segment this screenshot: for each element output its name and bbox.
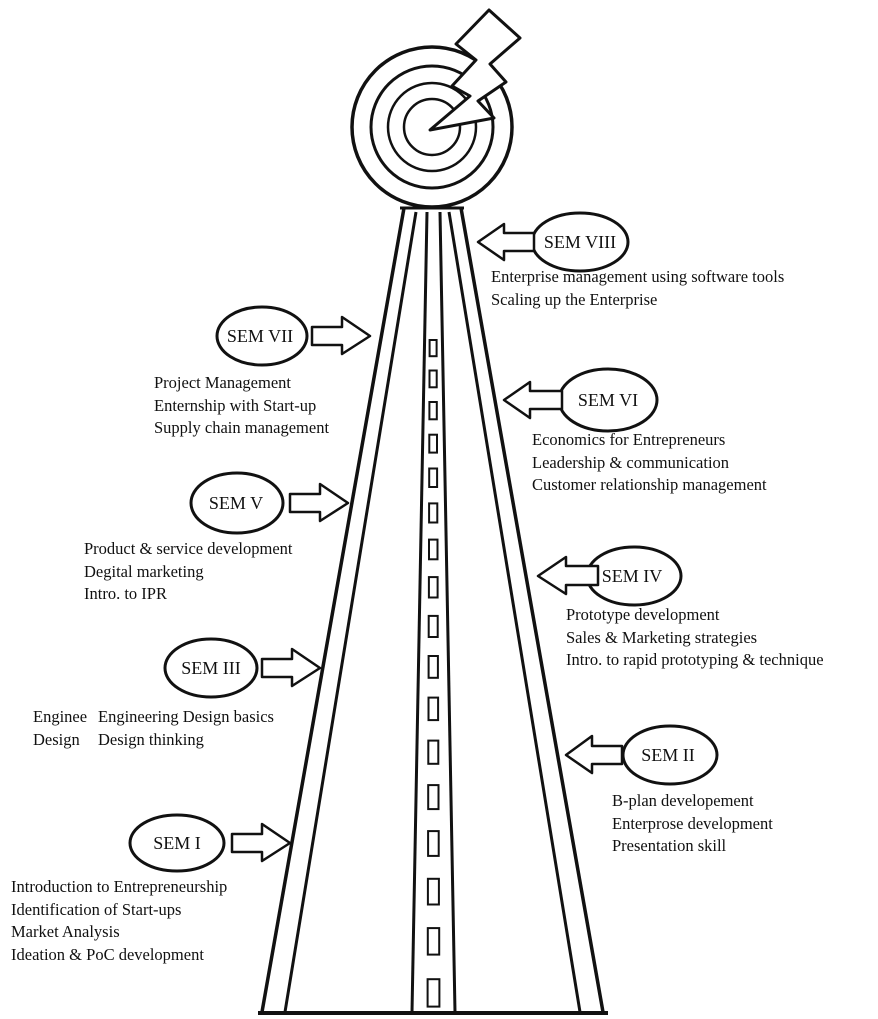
sem7-label: SEM VII: [227, 326, 293, 346]
sem2-topics: B-plan developement Enterprose developme…: [612, 790, 773, 858]
topic-item: Supply chain management: [154, 418, 330, 437]
right-arrow-icon: [310, 315, 372, 356]
ladder-rung: [428, 538, 439, 561]
ladder-rung: [428, 369, 438, 389]
topic-item: Identification of Start-ups: [11, 899, 182, 919]
ladder-rung: [428, 401, 438, 421]
ladder-rungs: [426, 339, 441, 1008]
sem4-topics: Prototype development Sales & Marketing …: [566, 604, 824, 672]
sem3-label: SEM III: [181, 658, 241, 678]
topic-item: Sales & Marketing strategies: [566, 627, 758, 647]
sem5-label: SEM V: [209, 493, 263, 513]
topic-item: Engineering Design basics: [98, 707, 274, 726]
topic-item: Product & service development: [84, 539, 293, 558]
sem4-label: SEM IV: [602, 566, 663, 586]
ladder-rung: [427, 614, 439, 639]
ladder-rung: [428, 467, 439, 488]
ladder-rung: [426, 927, 441, 956]
sem3-topics: Engineering Design basics Design thinkin…: [98, 706, 274, 751]
topic-item: Leadership & communication: [532, 452, 730, 472]
sem1-marker: SEM I: [128, 813, 292, 873]
sem5-topics: Product & service development Degital ma…: [84, 538, 292, 606]
sem7-marker: SEM VII: [215, 305, 372, 367]
topic-item: Presentation skill: [612, 836, 727, 855]
ladder-rung: [427, 655, 439, 679]
topic-item: Enterprose development: [612, 813, 773, 833]
sem8-marker: SEM VIII: [476, 211, 630, 273]
topic-item: Introduction to Entrepreneurship: [11, 877, 228, 896]
sem5-marker: SEM V: [189, 471, 350, 535]
sem1-label: SEM I: [153, 833, 201, 853]
ladder-rung: [426, 877, 440, 906]
ladder-rung: [427, 830, 440, 857]
sem3-overlap-fragment: Enginee Design: [33, 706, 97, 751]
topic-item: Economics for Entrepreneurs: [532, 430, 726, 449]
topic-item: Prototype development: [566, 605, 720, 624]
lightning-bolt-icon: [428, 8, 522, 132]
topic-item: Enterprise management using software too…: [491, 267, 785, 286]
fragment-line: Design: [33, 729, 80, 749]
pillar: [258, 206, 608, 1015]
ladder-rung: [427, 784, 440, 811]
semester-markers: SEM I SEM II SEM III SEM IV SEM V: [128, 211, 719, 873]
ladder-rung: [428, 502, 439, 524]
sem6-label: SEM VI: [578, 390, 638, 410]
right-arrow-icon: [288, 482, 350, 523]
sem8-label: SEM VIII: [544, 232, 616, 252]
topic-item: Design thinking: [98, 729, 204, 749]
right-arrow-icon: [260, 647, 322, 688]
topic-item: Customer relationship management: [532, 475, 767, 494]
ladder-rung: [427, 576, 439, 599]
sem1-topics: Introduction to Entrepreneurship Identif…: [11, 876, 227, 966]
left-arrow-icon: [476, 222, 536, 262]
sem8-topics: Enterprise management using software too…: [491, 266, 784, 311]
left-arrow-icon: [502, 380, 564, 420]
ladder-rung: [427, 696, 440, 722]
topic-item: Ideation & PoC development: [11, 944, 204, 964]
fragment-line: Enginee: [33, 707, 88, 726]
sem7-topics: Project Management Enternship with Start…: [154, 372, 329, 440]
topic-item: Project Management: [154, 373, 291, 392]
right-arrow-icon: [230, 822, 292, 863]
sem3-marker: SEM III: [163, 637, 322, 699]
sem4-marker: SEM IV: [536, 545, 683, 607]
topic-item: Intro. to IPR: [84, 584, 167, 603]
sem2-marker: SEM II: [564, 724, 719, 786]
sem6-topics: Economics for Entrepreneurs Leadership &…: [532, 429, 767, 497]
topic-item: Degital marketing: [84, 561, 204, 581]
ladder-rung: [426, 978, 441, 1008]
topic-item: Intro. to rapid prototyping & technique: [566, 650, 824, 669]
ladder-rung: [428, 339, 438, 358]
topic-item: Enternship with Start-up: [154, 395, 317, 415]
left-arrow-icon: [536, 555, 600, 596]
sem6-marker: SEM VI: [502, 367, 659, 433]
topic-item: B-plan developement: [612, 791, 754, 810]
topic-item: Market Analysis: [11, 922, 120, 941]
topic-item: Scaling up the Enterprise: [491, 289, 658, 309]
ladder-rung: [427, 739, 440, 765]
ladder-rung: [428, 433, 438, 454]
sem2-label: SEM II: [641, 745, 695, 765]
left-arrow-icon: [564, 734, 624, 775]
